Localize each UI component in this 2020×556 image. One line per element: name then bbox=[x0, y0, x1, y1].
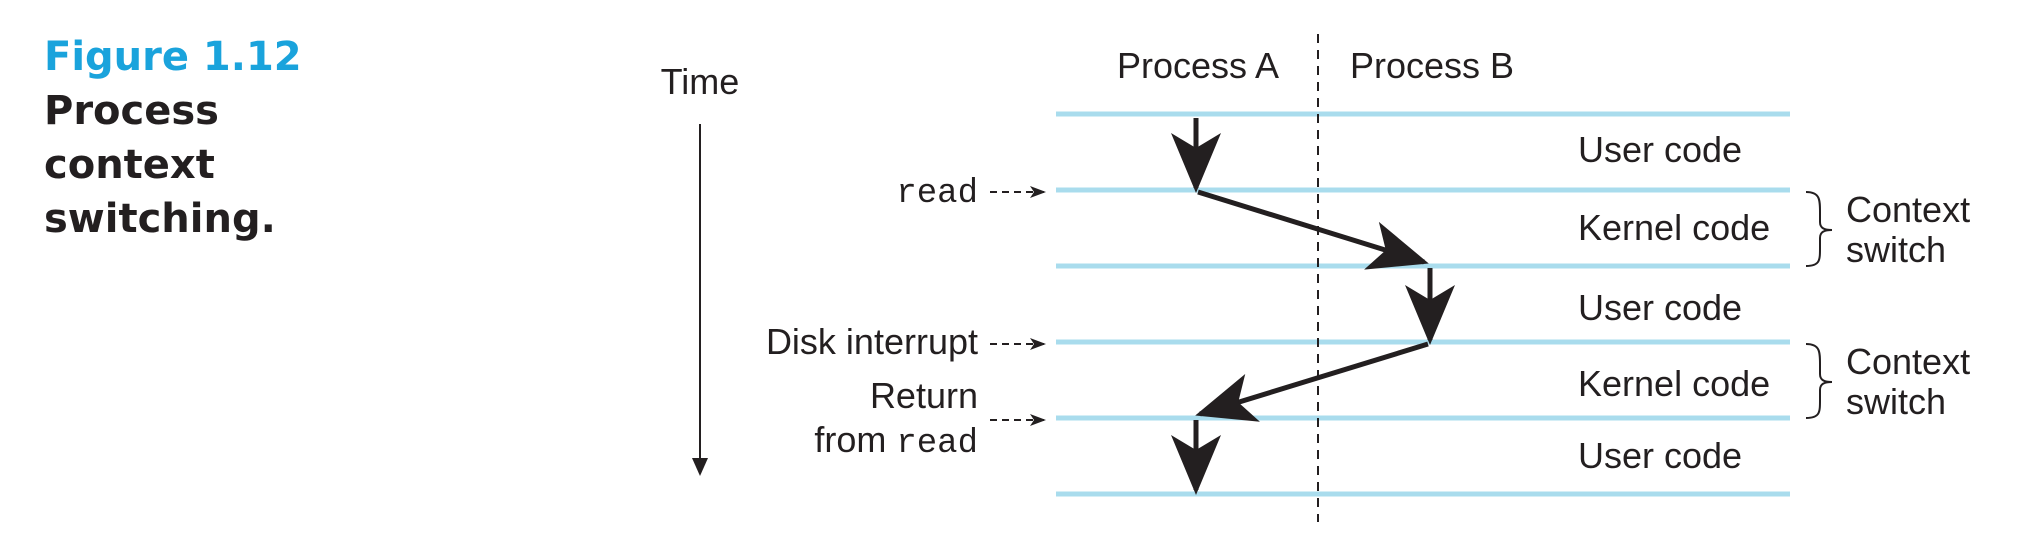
flow-arrow-switch-to-b bbox=[1197, 189, 1429, 270]
event-return-prefix: from bbox=[814, 419, 896, 460]
event-return-code: read bbox=[896, 425, 978, 463]
figure-caption: Figure 1.12 Process context switching. bbox=[44, 30, 404, 246]
event-return-label-line1: Return bbox=[870, 375, 978, 416]
event-pointers bbox=[990, 186, 1046, 426]
figure-title: Process context switching. bbox=[44, 88, 276, 242]
brace-2-line1: Context bbox=[1846, 341, 1970, 382]
brace-1-line1: Context bbox=[1846, 189, 1970, 230]
event-read-label: read bbox=[896, 175, 978, 213]
execution-flow bbox=[1171, 118, 1455, 495]
brace-2-line2: switch bbox=[1846, 381, 1946, 422]
flow-arrow-switch-to-a bbox=[1195, 341, 1429, 422]
process-a-header: Process A bbox=[1117, 45, 1279, 86]
context-switch-brace-2 bbox=[1805, 343, 1833, 419]
context-switch-brace-1 bbox=[1805, 191, 1833, 267]
event-return-label-line2: from read bbox=[814, 419, 978, 463]
segment-label-user-3: User code bbox=[1578, 435, 1742, 476]
figure-number: Figure 1.12 bbox=[44, 34, 302, 80]
segment-label-kernel-1: Kernel code bbox=[1578, 207, 1770, 248]
time-label: Time bbox=[661, 61, 740, 102]
time-axis-arrowhead bbox=[692, 458, 708, 476]
segment-label-user-2: User code bbox=[1578, 287, 1742, 328]
event-disk-interrupt-label: Disk interrupt bbox=[766, 321, 978, 362]
brace-1-line2: switch bbox=[1846, 229, 1946, 270]
process-b-header: Process B bbox=[1350, 45, 1514, 86]
segment-label-user-1: User code bbox=[1578, 129, 1742, 170]
segment-label-kernel-2: Kernel code bbox=[1578, 363, 1770, 404]
